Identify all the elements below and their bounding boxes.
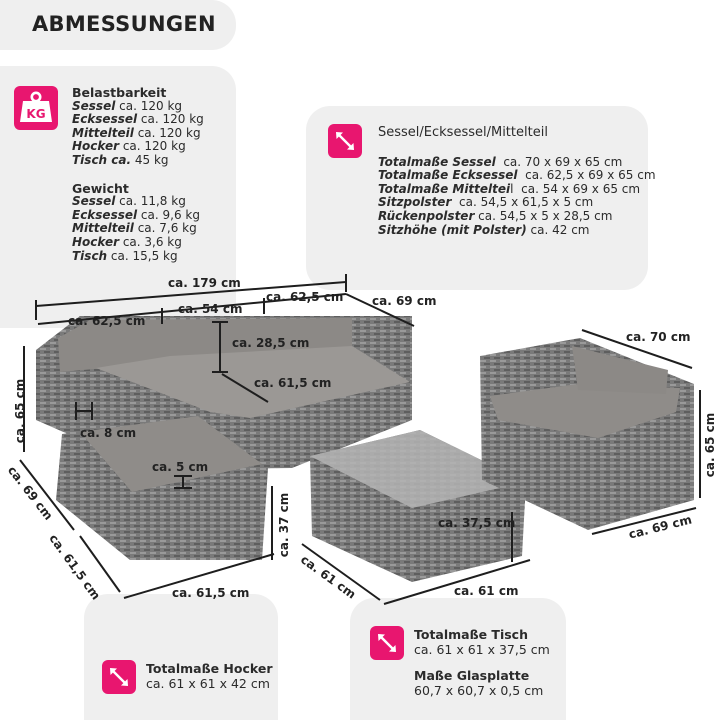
hocker-cushion <box>80 416 262 492</box>
dim-corner-width-2: ca. 62,5 cm <box>266 290 344 304</box>
sofa-seat-cushions <box>96 346 410 418</box>
weight-row-label: Ecksessel <box>72 207 138 222</box>
dim-table-height: ca. 37 cm <box>277 492 292 558</box>
seating-row-label: Totalmaße Mitteltei <box>378 181 511 196</box>
load-row: Sessel ca. 120 kg <box>72 98 204 114</box>
seating-row: Totalmaße Mittelteil ca. 54 x 69 x 65 cm <box>378 181 656 197</box>
sofa-back-cushions <box>58 318 352 372</box>
hocker-dimension-arrow-icon <box>102 660 136 694</box>
seating-row-label: Totalmaße Ecksessel <box>378 168 518 183</box>
dim-corner-width: ca. 62,5 cm <box>68 314 146 328</box>
load-row: Tisch ca. 45 kg <box>72 152 204 168</box>
load-row: Mittelteil ca. 120 kg <box>72 125 204 141</box>
hocker-block: Totalmaße Hocker ca. 61 x 61 x 42 cm <box>146 661 273 691</box>
seating-row-label: Sitzpolster <box>378 195 452 210</box>
load-row: Ecksessel ca. 120 kg <box>72 112 204 127</box>
table-glass-top <box>310 430 526 508</box>
seating-heading: Sessel/Ecksessel/Mittelteil <box>378 125 548 140</box>
armchair-back-cushion <box>572 346 668 394</box>
dim-seat-cushion: ca. 61,5 cm <box>254 376 332 390</box>
dim-height-left: ca. 65 cm <box>13 378 28 444</box>
weight-row-label: Sessel <box>72 194 116 209</box>
page-title: ABMESSUNGEN <box>32 12 216 36</box>
weight-row-value: ca. 15,5 kg <box>107 248 178 263</box>
armchair-seat-cushion <box>490 384 680 438</box>
dim-chair-width: ca. 70 cm <box>626 330 691 344</box>
dim-back-cushion: ca. 28,5 cm <box>232 336 310 350</box>
load-row-value: ca. 120 kg <box>137 112 204 127</box>
title-panel <box>0 0 236 50</box>
dim-cushion-thick: ca. 5 cm <box>152 460 209 474</box>
dim-hocker-width: ca. 61,5 cm <box>172 586 250 600</box>
hocker-value: ca. 61 x 61 x 42 cm <box>146 676 270 691</box>
load-row-label: Sessel <box>72 98 116 113</box>
dim-chair-height: ca. 65 cm <box>703 412 718 478</box>
dim-total-width: ca. 179 cm <box>168 276 241 290</box>
weight-row: Hocker ca. 3,6 kg <box>72 234 204 250</box>
glass-heading: Maße Glasplatte <box>414 668 530 683</box>
svg-text:KG: KG <box>26 107 45 121</box>
load-row: Hocker ca. 120 kg <box>72 140 204 154</box>
seating-row-value: ca. 54,5 x 61,5 x 5 cm <box>451 195 594 210</box>
weight-row-value: ca. 7,6 kg <box>133 221 197 236</box>
table-value: ca. 61 x 61 x 37,5 cm <box>414 642 550 657</box>
seating-row: Sitzhöhe (mit Polster) ca. 42 cm <box>378 222 656 238</box>
seating-block: Sessel/Ecksessel/Mittelteil Totalmaße Se… <box>378 126 656 237</box>
weight-heading: Gewicht <box>72 180 129 196</box>
load-row-label: Tisch ca. <box>72 152 132 167</box>
weight-row-value: ca. 3,6 kg <box>119 234 182 249</box>
dim-table-height-2: ca. 37,5 cm <box>438 516 516 530</box>
weight-row: Tisch ca. 15,5 kg <box>72 248 204 264</box>
weight-row: Ecksessel ca. 9,6 kg <box>72 207 204 223</box>
table-dimension-arrow-icon <box>370 626 404 660</box>
load-row-label: Ecksessel <box>72 112 138 127</box>
weight-kg-icon: KG <box>14 86 58 130</box>
weight-row-value: ca. 9,6 kg <box>137 207 200 222</box>
seating-row-value: ca. 62,5 x 69 x 65 cm <box>517 168 656 183</box>
seating-row-label: Totalmaße Sessel <box>378 154 496 169</box>
weight-row-value: ca. 11,8 kg <box>115 194 186 209</box>
weight-row-label: Mittelteil <box>72 221 134 236</box>
dim-sofa-depth: ca. 69 cm <box>372 294 437 308</box>
weight-row: Sessel ca. 11,8 kg <box>72 194 204 209</box>
load-row-label: Hocker <box>72 139 120 154</box>
weight-row: Mittelteil ca. 7,6 kg <box>72 222 204 236</box>
specs-panel-seating <box>306 106 648 290</box>
load-row-value: ca. 120 kg <box>115 98 183 113</box>
dim-middle-width: ca. 54 cm <box>178 302 243 316</box>
load-row-label: Mittelteil <box>72 125 134 140</box>
table-heading: Totalmaße Tisch <box>414 627 528 642</box>
glass-value: 60,7 x 60,7 x 0,5 cm <box>414 683 544 698</box>
load-row-value: ca. 120 kg <box>133 125 201 140</box>
table-block: Totalmaße Tisch ca. 61 x 61 x 37,5 cm Ma… <box>414 627 550 698</box>
load-heading: Belastbarkeit <box>72 85 167 100</box>
seating-row-value: ca. 70 x 69 x 65 cm <box>495 154 623 169</box>
seating-row-label: Rückenpolster <box>378 208 475 223</box>
dimension-arrow-icon <box>328 124 362 158</box>
weight-row-label: Tisch <box>72 248 108 263</box>
hocker-heading: Totalmaße Hocker <box>146 661 273 676</box>
seating-row: Totalmaße Sessel ca. 70 x 69 x 65 cm <box>378 154 656 170</box>
seating-row-value: l ca. 54 x 69 x 65 cm <box>510 181 641 196</box>
load-row-value: ca. 120 kg <box>119 139 186 154</box>
load-row-value: 45 kg <box>131 152 169 167</box>
dim-arm: ca. 8 cm <box>80 426 137 440</box>
seating-row: Rückenpolster ca. 54,5 x 5 x 28,5 cm <box>378 208 656 224</box>
weight-row-label: Hocker <box>72 234 120 249</box>
dim-table-width: ca. 61 cm <box>454 584 519 598</box>
seating-row: Totalmaße Ecksessel ca. 62,5 x 69 x 65 c… <box>378 168 656 183</box>
seating-row: Sitzpolster ca. 54,5 x 61,5 x 5 cm <box>378 196 656 210</box>
seating-row-value: ca. 54,5 x 5 x 28,5 cm <box>474 208 613 223</box>
seating-row-label: Sitzhöhe (mit Polster) <box>378 222 527 237</box>
seating-row-value: ca. 42 cm <box>526 222 590 237</box>
hocker-panel <box>84 594 278 720</box>
